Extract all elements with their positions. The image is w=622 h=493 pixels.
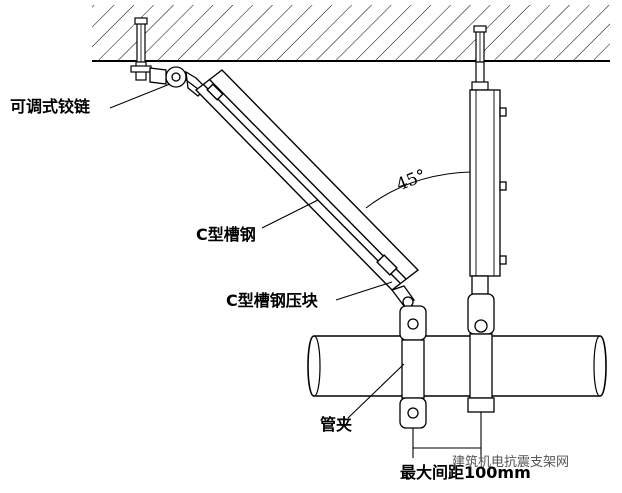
max-spacing-dimension: [412, 412, 482, 460]
ceiling-slab: [92, 5, 610, 62]
left-pipe-clamp: [399, 305, 427, 429]
pipe: [307, 335, 607, 397]
left-anchor-bolt: [130, 17, 152, 81]
c-channel-brace: [194, 69, 420, 291]
angle-label: 45°: [394, 166, 429, 196]
watermark: 建筑机电抗震支架网: [452, 454, 569, 470]
pipe-clamp-label: 管夹: [320, 415, 352, 434]
angle-arc: [365, 171, 471, 209]
hinge-label: 可调式铰链: [10, 97, 91, 116]
right-anchor-bolt: [471, 25, 489, 91]
c-channel-label: C型槽钢: [196, 225, 256, 244]
vertical-hanger-channel: [469, 89, 507, 295]
c-channel-clamp-label: C型槽钢压块: [226, 291, 319, 310]
lower-hinge: [390, 285, 415, 308]
leader-lines: [109, 83, 405, 419]
right-pipe-clamp: [467, 293, 495, 413]
max-spacing-label: 最大间距100mm: [400, 463, 531, 482]
